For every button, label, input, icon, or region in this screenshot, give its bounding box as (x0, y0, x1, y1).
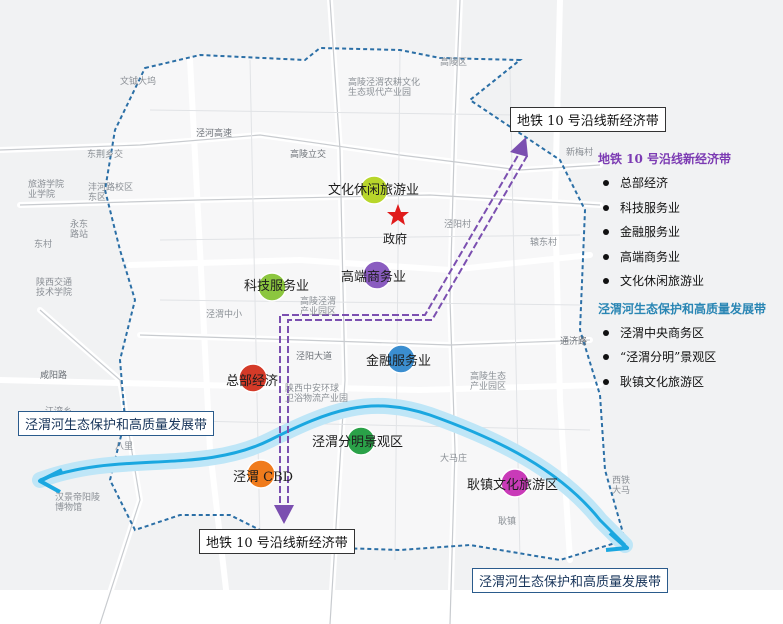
legend-item: 耿镇文化旅游区 (598, 370, 778, 395)
bullet-icon (603, 278, 609, 284)
bullet-icon (603, 329, 609, 336)
bullet-icon (603, 378, 609, 385)
bullet-icon (603, 253, 609, 260)
metro-line-10 (279, 151, 528, 503)
map-label: 高陵生态 产业园区 (470, 372, 507, 393)
metro-arrow-north (510, 137, 528, 157)
zone-circle-culture-leisure (359, 175, 389, 205)
map-label: 永东 路站 (70, 220, 89, 241)
legend-item: 泾渭中央商务区 (598, 321, 778, 346)
legend-item-label: 金融服务业 (620, 225, 681, 239)
map-label: 耿镇 (498, 517, 517, 527)
map-label: 泾河高速 (196, 129, 233, 139)
legend-list-river: 泾渭中央商务区 “泾渭分明”景观区耿镇文化旅游区 (598, 321, 778, 395)
legend-item: “泾渭分明”景观区 (598, 345, 778, 370)
zone-label-finance: 金融服务业 (366, 354, 432, 369)
map-label: 陕西交通 技术学院 (36, 278, 73, 299)
legend-item-label: 科技服务业 (620, 200, 681, 215)
legend-item-label: 总部经济 (620, 176, 669, 190)
legend-item-label: 泾渭中央商务区 (620, 325, 705, 340)
bottom-margin (0, 590, 783, 624)
river-arrow-right (605, 531, 629, 552)
legend-item-label: 耿镇文化旅游区 (620, 374, 705, 389)
zone-label-gengzhen: 耿镇文化旅游区 (467, 478, 559, 493)
callout-metro-bottom: 地铁 10 号沿线新经济带 (199, 529, 355, 554)
map-label: 西铁 大马 (612, 476, 631, 497)
zone-circle-cbd (246, 459, 276, 489)
map-label: 泾渭中小 (206, 310, 243, 320)
district-fill (105, 48, 625, 560)
legend-item: 文化休闲旅游业 (598, 269, 778, 294)
zone-label-headquarters: 总部经济 (226, 374, 279, 389)
zone-circle-finance (386, 344, 416, 374)
zone-label-culture-leisure: 文化休闲旅游业 (328, 183, 420, 198)
map-label: 八里 (115, 442, 134, 452)
map-label: 新梅村 (566, 148, 594, 158)
legend-item: 科技服务业 (598, 196, 778, 221)
map-label: 沣河路校区 东区 (88, 183, 134, 204)
zone-circle-headquarters (238, 363, 268, 393)
map-label: 泾阳村 (444, 220, 472, 230)
map-label: 汉景帝阳陵 博物馆 (55, 493, 101, 514)
map-label: 文钺大坞 (120, 77, 157, 87)
legend-item-label: 高端商务业 (620, 249, 681, 264)
zone-circle-tech-services (257, 272, 287, 302)
legend: 地铁 10 号沿线新经济带 总部经济科技服务业金融服务业高端商务业文化休闲旅游业… (598, 150, 778, 394)
road-outlines (0, 0, 601, 624)
callout-metro-top: 地铁 10 号沿线新经济带 (510, 107, 666, 132)
zone-circle-landscape (346, 426, 376, 456)
legend-item: 总部经济 (598, 171, 778, 196)
map-label: 大马庄 (440, 454, 468, 464)
river-arrow-left (38, 468, 63, 494)
map-label: 泾阳大道 (296, 352, 333, 362)
map-label: 旅游学院 业学院 (28, 180, 65, 201)
zone-label-tech-services: 科技服务业 (244, 279, 310, 294)
legend-item-label: 文化休闲旅游业 (620, 274, 705, 288)
map-label: 通济路 (560, 337, 588, 347)
map-label: 高陵泾渭 产业园区 (300, 297, 337, 318)
district-boundary (103, 46, 627, 562)
bullet-icon (603, 354, 609, 360)
map-label: 东村 (34, 240, 53, 250)
river-line (39, 404, 627, 547)
map-label: 咸阳路 (40, 371, 68, 381)
government-star-icon (387, 204, 409, 225)
legend-title-river: 泾渭河生态保护和高质量发展带 (598, 301, 767, 316)
callout-river-left: 泾渭河生态保护和高质量发展带 (18, 411, 215, 436)
legend-item-label: “泾渭分明”景观区 (620, 350, 717, 364)
legend-list-metro: 总部经济科技服务业金融服务业高端商务业文化休闲旅游业 (598, 171, 778, 294)
map-label: 高陵立交 (290, 150, 327, 160)
map-label: 高陵区 (440, 58, 468, 68)
zone-circle-high-end-business (362, 260, 392, 290)
zone-label-cbd: 泾渭 CBD (233, 470, 294, 485)
callout-river-bottom: 泾渭河生态保护和高质量发展带 (472, 568, 669, 593)
legend-title-metro: 地铁 10 号沿线新经济带 (598, 152, 732, 166)
legend-item: 高端商务业 (598, 245, 778, 270)
map-label: 高陵泾渭农耕文化 生态现代产业园 (348, 78, 421, 99)
map-label: 东荆乡交 (87, 150, 124, 160)
zone-label-landscape: 泾渭分明景观区 (312, 435, 404, 450)
bullet-icon (603, 204, 609, 211)
map-label: 辕东村 (530, 238, 558, 248)
zone-circle-gengzhen (500, 468, 530, 498)
zone-label-high-end-business: 高端商务业 (341, 270, 407, 285)
bullet-icon (603, 229, 609, 235)
bullet-icon (603, 180, 609, 186)
metro-arrow-south (274, 505, 294, 524)
legend-item: 金融服务业 (598, 220, 778, 245)
government-label: 政府 (383, 232, 408, 246)
map-label: 陕西中安环球 卫浴物流产业园 (285, 384, 349, 405)
